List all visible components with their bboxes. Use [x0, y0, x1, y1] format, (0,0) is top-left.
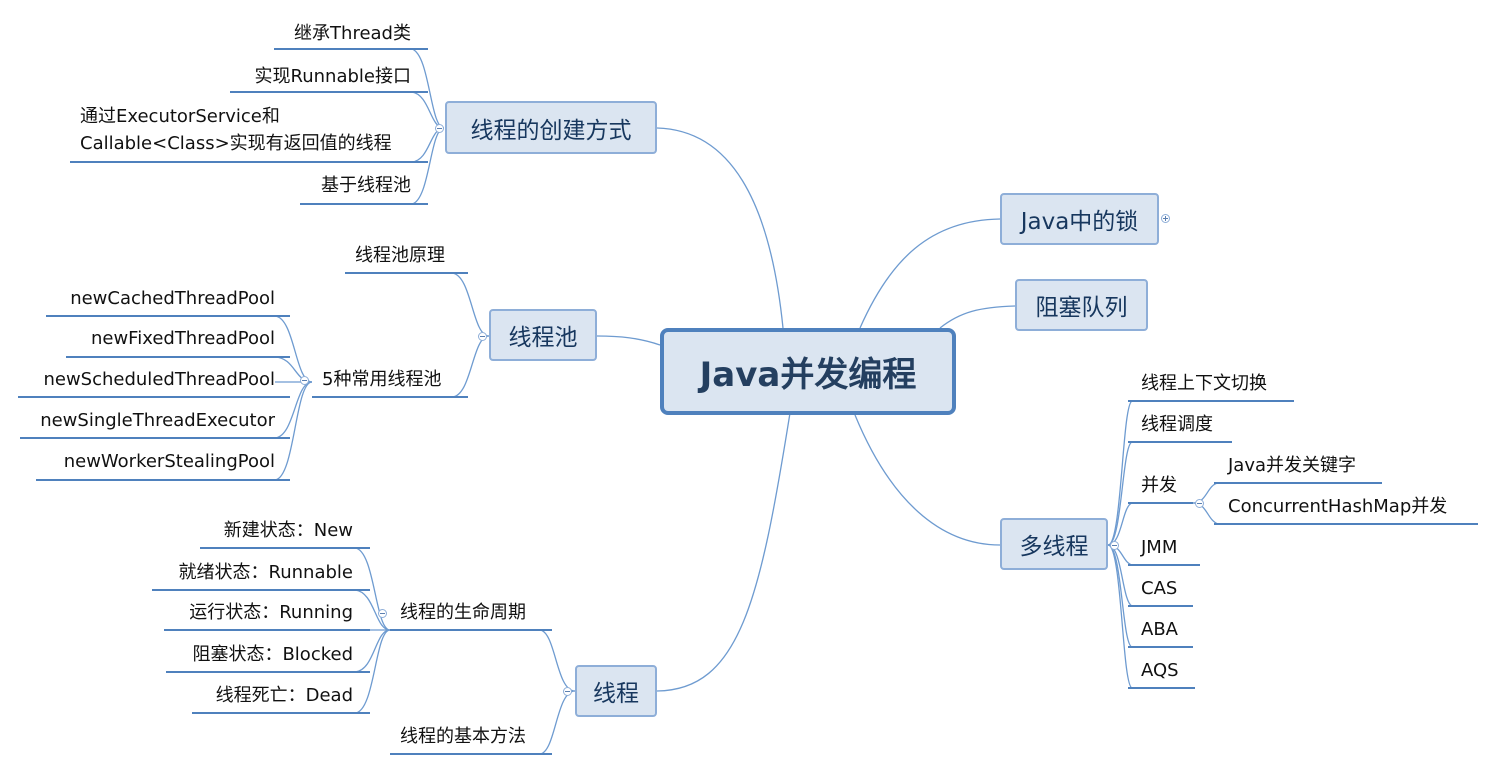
leaf-executor-service-line2[interactable]: Callable<Class>实现有返回值的线程 — [80, 133, 392, 154]
leaf-scheduling[interactable]: 线程调度 — [1141, 414, 1213, 435]
leaf-fixed-pool[interactable]: newFixedThreadPool — [90, 328, 275, 349]
leaf-concurrency[interactable]: 并发 — [1141, 475, 1177, 496]
leaf-basic-methods[interactable]: 线程的基本方法 — [400, 726, 526, 747]
leaf-state-blocked[interactable]: 阻塞状态：Blocked — [192, 644, 353, 665]
leaf-cas[interactable]: CAS — [1141, 578, 1178, 599]
leaf-state-dead[interactable]: 线程死亡：Dead — [215, 685, 353, 706]
leaf-common-pools[interactable]: 5种常用线程池 — [322, 369, 442, 390]
collapse-multithreading-icon[interactable] — [1110, 541, 1119, 550]
topic-java-locks[interactable]: Java中的锁 — [1000, 193, 1159, 245]
collapse-creation-icon[interactable] — [435, 124, 444, 133]
leaf-java-keywords[interactable]: Java并发关键字 — [1228, 455, 1357, 476]
collapse-pool-icon[interactable] — [478, 332, 487, 341]
leaf-single-executor[interactable]: newSingleThreadExecutor — [40, 410, 275, 431]
expand-locks-icon[interactable] — [1161, 214, 1170, 223]
leaf-state-running[interactable]: 运行状态：Running — [189, 602, 353, 623]
leaf-based-on-pool[interactable]: 基于线程池 — [321, 175, 411, 196]
leaf-scheduled-pool[interactable]: newScheduledThreadPool — [43, 369, 275, 390]
leaf-aqs[interactable]: AQS — [1141, 660, 1179, 681]
collapse-concurrency-icon[interactable] — [1195, 499, 1204, 508]
leaf-state-runnable[interactable]: 就绪状态：Runnable — [178, 562, 353, 583]
topic-thread-pool[interactable]: 线程池 — [489, 309, 597, 361]
leaf-concurrent-hashmap[interactable]: ConcurrentHashMap并发 — [1228, 496, 1448, 517]
collapse-lifecycle-icon[interactable] — [378, 609, 387, 618]
leaf-jmm[interactable]: JMM — [1141, 537, 1178, 558]
leaf-pool-principle[interactable]: 线程池原理 — [355, 245, 445, 266]
central-topic[interactable]: Java并发编程 — [660, 328, 956, 415]
topic-thread[interactable]: 线程 — [575, 665, 657, 717]
collapse-thread-icon[interactable] — [563, 687, 572, 696]
leaf-work-stealing-pool[interactable]: newWorkerStealingPool — [63, 451, 275, 472]
collapse-common-pools-icon[interactable] — [300, 376, 309, 385]
leaf-lifecycle[interactable]: 线程的生命周期 — [400, 602, 526, 623]
leaf-executor-service-line1[interactable]: 通过ExecutorService和 — [80, 106, 280, 127]
leaf-aba[interactable]: ABA — [1141, 619, 1178, 640]
topic-multithreading[interactable]: 多线程 — [1000, 518, 1108, 570]
leaf-cached-pool[interactable]: newCachedThreadPool — [70, 288, 275, 309]
leaf-implement-runnable[interactable]: 实现Runnable接口 — [254, 66, 411, 87]
leaf-context-switch[interactable]: 线程上下文切换 — [1141, 373, 1267, 394]
leaf-state-new[interactable]: 新建状态：New — [223, 520, 353, 541]
topic-thread-creation[interactable]: 线程的创建方式 — [445, 101, 657, 154]
topic-blocking-queue[interactable]: 阻塞队列 — [1015, 279, 1148, 331]
leaf-extend-thread[interactable]: 继承Thread类 — [294, 23, 411, 44]
